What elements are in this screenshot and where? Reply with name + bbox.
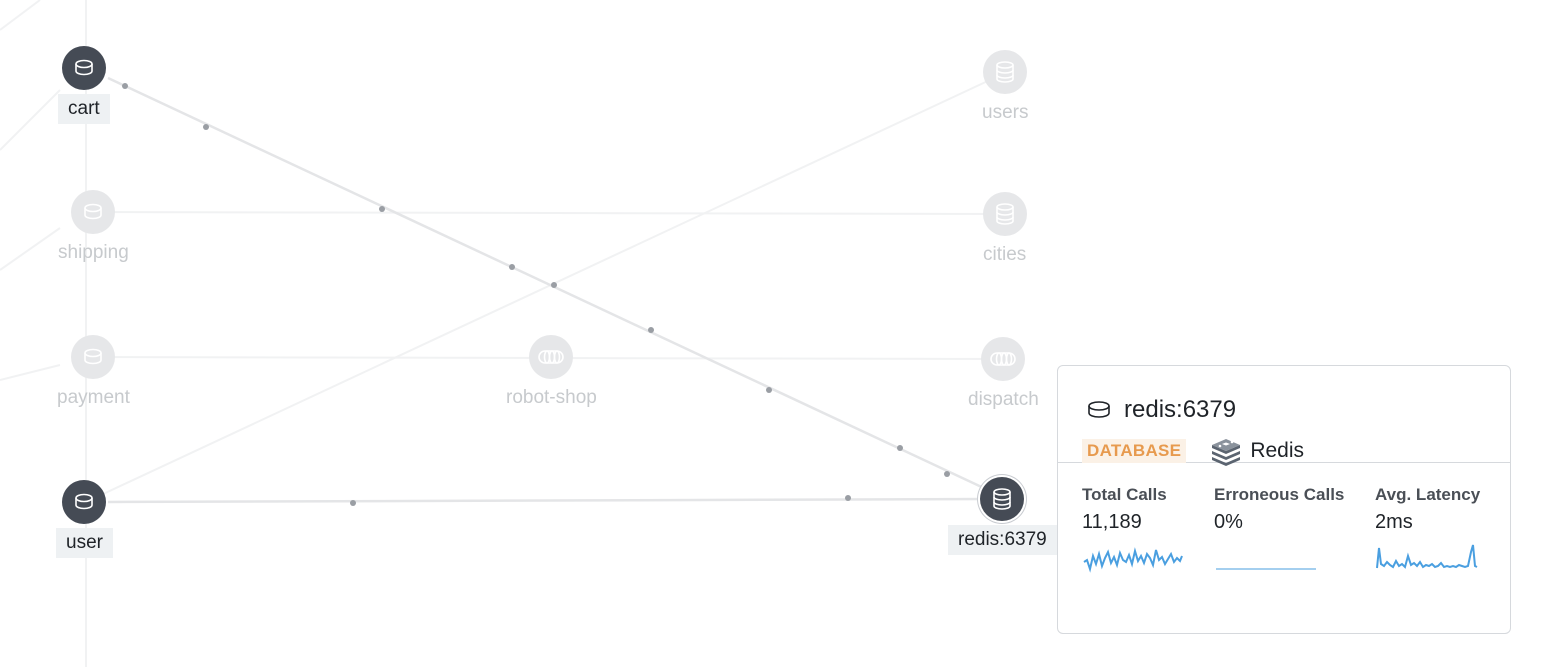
metric-total-calls: Total Calls 11,189 — [1082, 485, 1214, 576]
node-shipping[interactable]: shipping — [48, 190, 139, 268]
database-icon — [84, 203, 103, 220]
edge-offscreen-2 — [0, 227, 61, 271]
database-icon — [75, 493, 94, 510]
traffic-dot — [897, 445, 903, 451]
node-user[interactable]: user — [56, 480, 113, 558]
node-robot-shop[interactable]: robot-shop — [496, 335, 607, 413]
metric-value: 2ms — [1375, 511, 1413, 533]
metric-value: 11,189 — [1082, 511, 1142, 533]
database-icon — [75, 59, 93, 76]
traffic-dot — [845, 495, 851, 501]
metric-erroneous-calls: Erroneous Calls 0% — [1214, 485, 1375, 576]
traffic-dot — [509, 264, 515, 270]
edge-shipping-cities — [85, 211, 1008, 215]
popover-title: redis:6379 — [1124, 396, 1237, 423]
technology-label: Redis — [1250, 439, 1305, 462]
edge-cart-redis[interactable] — [107, 76, 989, 492]
traffic-dot — [379, 206, 385, 212]
node-dispatch[interactable]: dispatch — [958, 337, 1049, 415]
sparkline-total-calls[interactable] — [1082, 542, 1184, 576]
traffic-dot — [551, 282, 557, 288]
type-badge: DATABASE — [1082, 439, 1187, 463]
metrics-row: Total Calls 11,189 Erroneous Calls 0% Av… — [1058, 463, 1510, 576]
node-label: shipping — [58, 242, 129, 263]
database-stack-icon — [995, 203, 1014, 225]
node-label: users — [982, 102, 1029, 123]
metric-label: Avg. Latency — [1375, 485, 1481, 504]
node-cart[interactable]: cart — [58, 46, 110, 124]
traffic-dot — [350, 500, 356, 506]
edge-offscreen-4 — [0, 0, 41, 31]
edge-user-users — [85, 71, 1008, 503]
database-stack-icon — [993, 488, 1012, 510]
technology: Redis — [1210, 436, 1304, 466]
node-label: user — [56, 528, 113, 558]
node-cities[interactable]: cities — [973, 192, 1036, 270]
metric-avg-latency: Avg. Latency 2ms — [1375, 485, 1480, 576]
node-payment[interactable]: payment — [47, 335, 140, 413]
edge-traffic-dots — [122, 83, 950, 506]
traffic-dot — [944, 471, 950, 477]
traffic-dot — [648, 327, 654, 333]
sparkline-avg-latency[interactable] — [1375, 542, 1479, 576]
node-label: dispatch — [968, 389, 1039, 410]
node-label: robot-shop — [506, 387, 597, 408]
database-stack-icon — [996, 61, 1015, 83]
node-details-popover: redis:6379 DATABASE Redis Total Calls 1 — [1057, 365, 1511, 634]
queue-icon — [990, 352, 1017, 366]
database-icon — [84, 348, 103, 365]
traffic-dot — [122, 83, 128, 89]
node-label: payment — [57, 387, 130, 408]
edge-offscreen-1 — [0, 89, 61, 151]
metric-value: 0% — [1214, 511, 1243, 533]
sparkline-erroneous-calls[interactable] — [1214, 542, 1318, 576]
node-label: redis:6379 — [948, 525, 1057, 555]
active-edges — [107, 76, 989, 504]
traffic-dot — [203, 124, 209, 130]
edge-offscreen-3 — [0, 364, 61, 381]
node-redis[interactable]: redis:6379 — [948, 477, 1057, 555]
popover-header: redis:6379 DATABASE Redis — [1058, 366, 1510, 466]
queue-icon — [538, 350, 565, 364]
database-icon — [1088, 401, 1110, 418]
edge-user-redis[interactable] — [107, 497, 986, 504]
node-label: cities — [983, 244, 1027, 265]
metric-label: Erroneous Calls — [1214, 485, 1345, 504]
redis-logo-icon — [1212, 439, 1241, 466]
traffic-dot — [766, 387, 772, 393]
metric-label: Total Calls — [1082, 485, 1167, 504]
node-users[interactable]: users — [972, 50, 1038, 128]
node-label: cart — [58, 94, 110, 124]
faint-edges — [0, 0, 1008, 667]
